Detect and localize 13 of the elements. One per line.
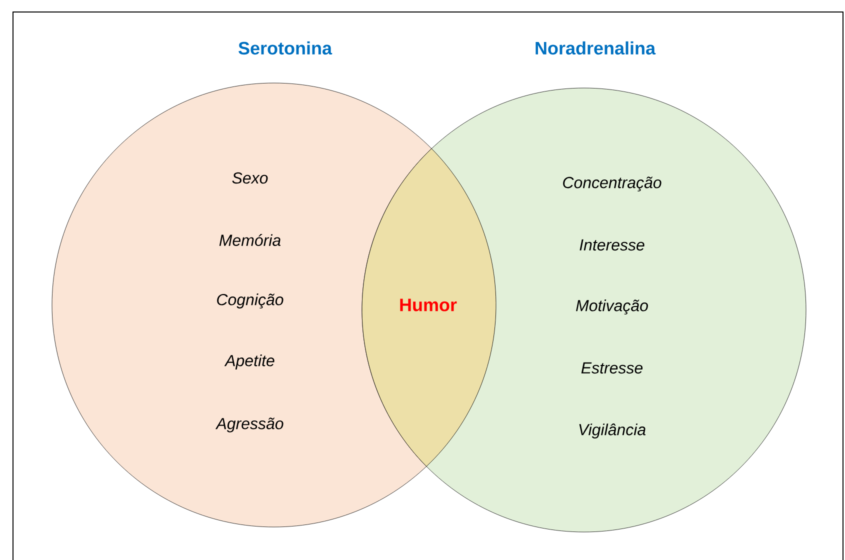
item-text: Vigilância (579, 424, 646, 438)
item-text: Apetite (224, 354, 274, 370)
item-text: Cognição (217, 294, 284, 308)
item-text: Memória (219, 234, 281, 246)
item-text: Sexo (232, 172, 268, 184)
circle-title: Serotonina (238, 41, 332, 55)
item-text: Interesse (580, 239, 644, 251)
item-text: Estresse (581, 362, 643, 374)
item-text: Concentração (563, 176, 662, 192)
item-text: Agressão (215, 418, 284, 432)
circle-title: Noradrenalina (536, 41, 656, 55)
item-text: Motivação (576, 300, 648, 314)
overlap-region: Humor (362, 148, 496, 467)
